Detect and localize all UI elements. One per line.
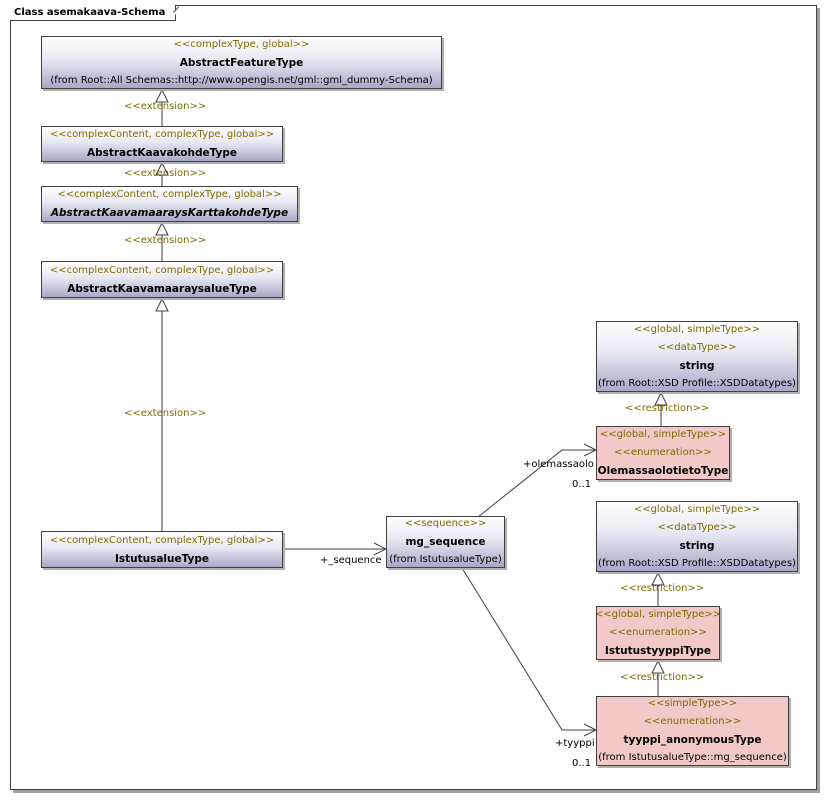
class-name: OlemassaolotietoType [597,465,729,477]
stereotype: <<complexType, global>> [173,38,310,50]
extension-label: <<extension>> [124,408,207,419]
class-abstract-feature-type[interactable]: <<complexType, global>> AbstractFeatureT… [41,36,442,89]
class-abstract-kaavakohde-type[interactable]: <<complexContent, complexType, global>> … [41,126,283,162]
class-name: string [679,359,715,372]
stereotype: <<enumeration>> [643,716,742,727]
assoc-mg-to-olemassaolo [477,449,596,518]
stereotype: <<complexContent, complexType, global>> [49,264,275,276]
stereotype: <<enumeration>> [614,447,712,458]
stereotype: <<global, simpleType>> [599,429,727,440]
class-name: AbstractKaavamaaraysalueType [67,282,257,295]
stereotype: <<complexContent, complexType, global>> [49,534,275,546]
class-name: tyyppi_anonymousType [623,734,762,746]
stereotype: <<complexContent, complexType, global>> [57,189,282,200]
class-tyyppi-anonymous-type[interactable]: <<simpleType>> <<enumeration>> tyyppi_an… [596,696,789,766]
class-origin: (from Root::XSD Profile::XSDDatatypes) [598,377,796,389]
stereotype: <<dataType>> [657,341,737,353]
class-abstract-kaavamaarays-karttakohde-type[interactable]: <<complexContent, complexType, global>> … [41,186,298,222]
extension-label: <<extension>> [124,235,207,246]
class-string-datatype-1[interactable]: <<global, simpleType>> <<dataType>> stri… [596,321,798,392]
multiplicity-olemassaolo: 0..1 [572,479,592,490]
class-istutustyyppi-type[interactable]: <<global, simpleType>> <<enumeration>> I… [596,606,720,660]
class-name: IstutusalueType [114,552,210,565]
role-label-olemassaolo: +olemassaolo [523,459,594,470]
assoc-mg-to-tyyppi [461,567,596,731]
stereotype: <<simpleType>> [647,698,738,709]
gen-arrowhead-alue [155,297,169,312]
class-origin: (from Root::XSD Profile::XSDDatatypes) [598,557,796,569]
class-name: AbstractKaavakohdeType [86,147,238,159]
class-mg-sequence[interactable]: <<sequence>> mg_sequence (from Istutusal… [386,516,505,568]
class-abstract-kaavamaaraysalue-type[interactable]: <<complexContent, complexType, global>> … [41,261,283,298]
role-label-sequence: +_sequence [320,555,382,566]
restr-arrowhead-istutustyyppi [651,659,665,674]
stereotype: <<complexContent, complexType, global>> [49,129,275,140]
stereotype: <<global, simpleType>> [633,503,761,515]
stereotype: <<global, simpleType>> [596,609,720,620]
stereotype: <<sequence>> [404,518,487,529]
class-origin: (from IstutusalueType) [389,554,502,565]
class-name: IstutustyyppiType [604,645,712,657]
gen-arrowhead-kaavakohde [155,161,169,176]
extension-label: <<extension>> [124,168,207,179]
extension-label: <<extension>> [124,101,207,112]
class-name: AbstractFeatureType [179,56,304,69]
gen-arrowhead-karttakohde [155,221,169,236]
multiplicity-tyyppi: 0..1 [572,758,592,769]
stereotype: <<dataType>> [657,521,737,533]
class-origin: (from Root::All Schemas::http://www.open… [50,74,433,86]
class-origin: (from IstutusalueType::mg_sequence) [598,752,787,763]
class-string-datatype-2[interactable]: <<global, simpleType>> <<dataType>> stri… [596,501,798,572]
restriction-label: <<restriction>> [620,672,705,683]
restr-arrowhead-string1 [654,391,668,406]
gen-arrowhead-feature [155,88,169,103]
stereotype: <<enumeration>> [609,627,707,638]
restriction-label: <<restriction>> [620,583,705,594]
class-name: mg_sequence [405,536,486,548]
stereotype: <<global, simpleType>> [633,323,761,335]
class-name: AbstractKaavamaaraysKarttakohdeType [50,207,289,219]
restriction-label: <<restriction>> [625,403,710,414]
diagram-title: Class asemakaava-Schema [10,5,177,21]
class-name: string [679,539,715,552]
restr-arrowhead-string2 [651,571,665,586]
class-olemassaolotieto-type[interactable]: <<global, simpleType>> <<enumeration>> O… [596,426,730,480]
role-label-tyyppi: +tyyppi [555,738,595,749]
class-istutusalue-type[interactable]: <<complexContent, complexType, global>> … [41,531,283,568]
